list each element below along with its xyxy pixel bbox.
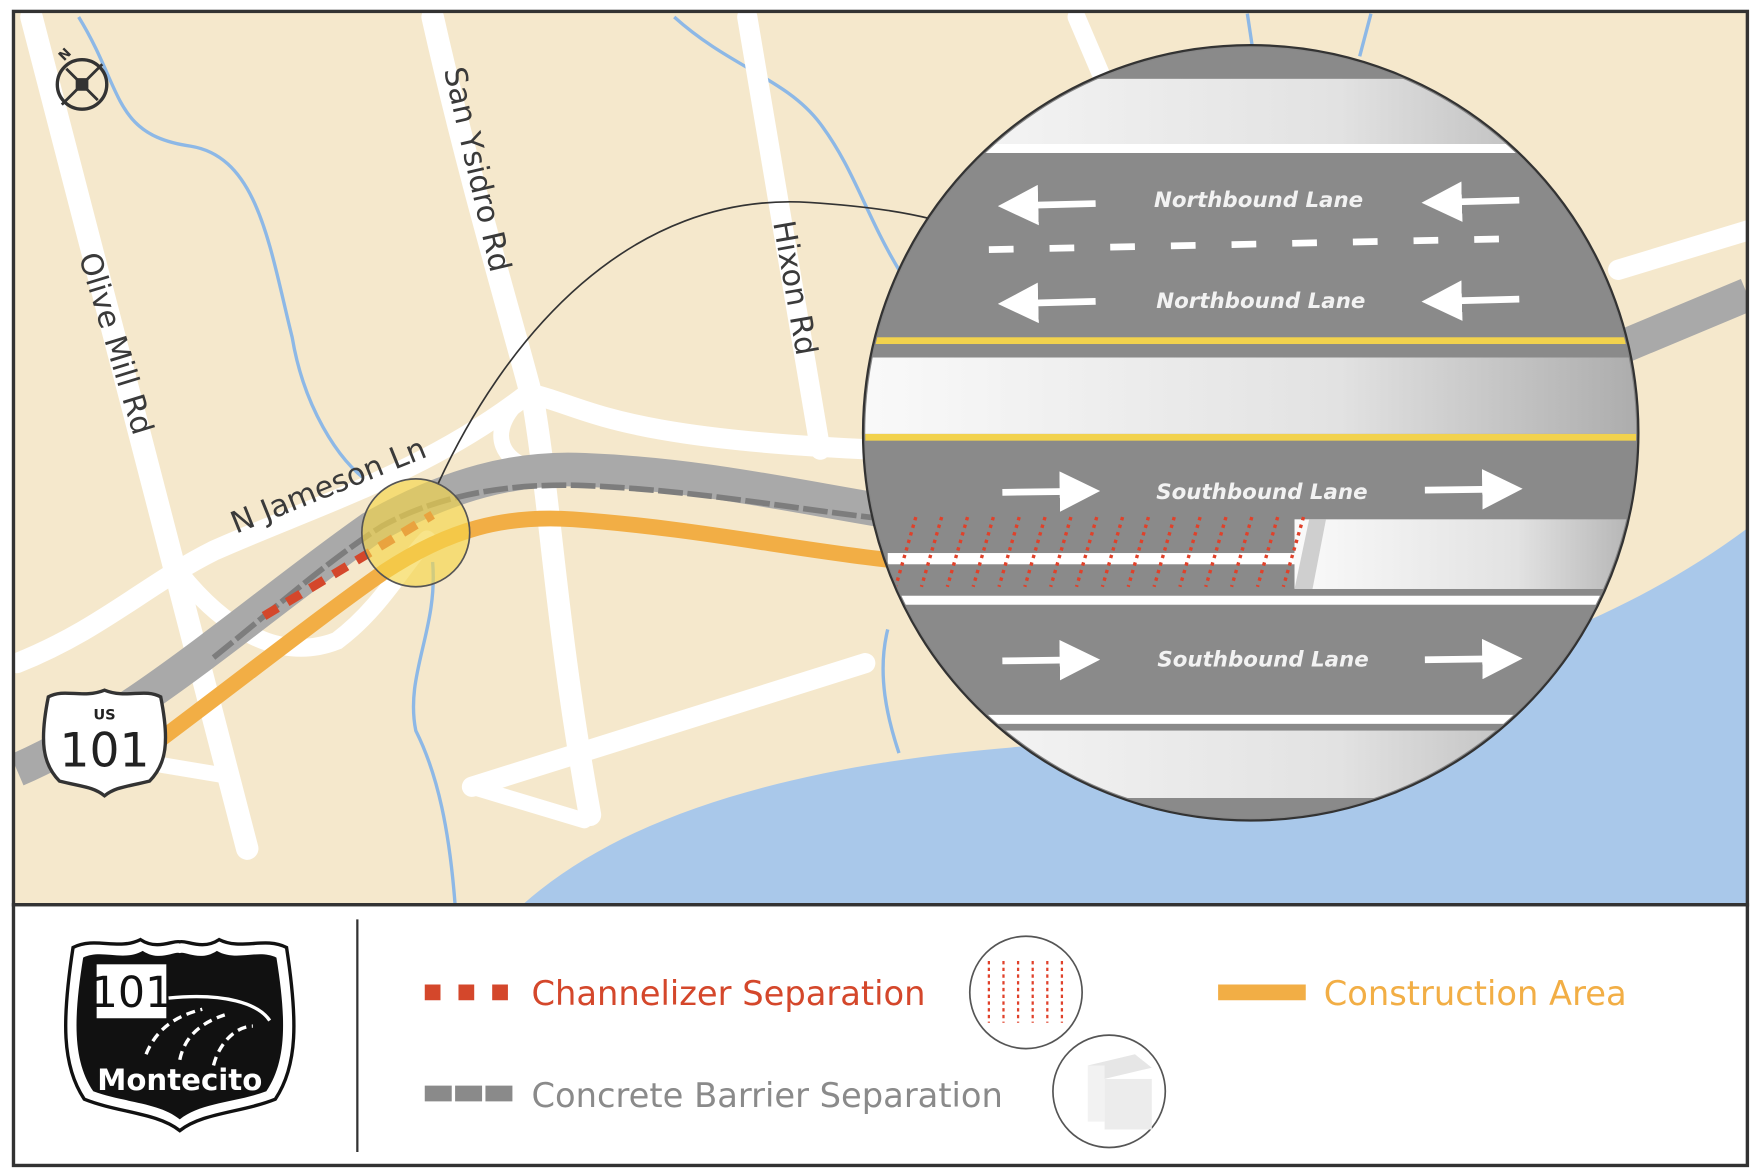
arrow-left-icon [1421, 181, 1520, 222]
detail-highlight [360, 478, 471, 588]
channelizer-detail-icon [968, 935, 1083, 1050]
lane-label-northbound-1: Northbound Lane [1154, 188, 1363, 213]
lane-label-southbound-2: Southbound Lane [1157, 648, 1368, 673]
creeks [77, 13, 1373, 905]
us-101-shield: US 101 [41, 688, 168, 798]
shield-us-label: US [93, 706, 115, 723]
ocean [522, 528, 1748, 905]
legend: 101 Montecito Channelizer Separation Con… [11, 903, 1750, 1168]
shield-number: 101 [59, 724, 149, 779]
legend-label-channelizer: Channelizer Separation [532, 974, 926, 1013]
concrete-barrier-detail-icon [1052, 1034, 1167, 1149]
new-concrete-barrier [1294, 519, 1637, 589]
lane-arrows [997, 181, 1523, 681]
legend-label-construction: Construction Area [1324, 974, 1627, 1013]
logo-number: 101 [91, 968, 172, 1018]
arrow-right-icon [1002, 639, 1101, 681]
arrow-left-icon [997, 282, 1096, 324]
arrow-left-icon [997, 184, 1096, 226]
map-area: Olive Mill Rd San Ysidro Rd Hixon Rd N J… [13, 11, 1748, 905]
construction-area [152, 510, 889, 749]
lane-label-northbound-2: Northbound Lane [1156, 289, 1365, 314]
arrow-right-icon [1424, 469, 1523, 510]
montecito-101-logo: 101 Montecito [64, 937, 296, 1133]
logo-name: Montecito [97, 1063, 262, 1097]
arrow-right-icon [1424, 638, 1523, 680]
highway-101 [13, 279, 1748, 786]
arrow-left-icon [1421, 280, 1520, 321]
legend-label-concrete-barrier: Concrete Barrier Separation [532, 1076, 1003, 1115]
median-barrier [865, 357, 1637, 434]
concrete-barrier-line [211, 482, 889, 660]
callout-line [437, 200, 933, 484]
arrow-right-icon [1002, 471, 1101, 512]
lane-label-southbound-1: Southbound Lane [1156, 480, 1367, 505]
